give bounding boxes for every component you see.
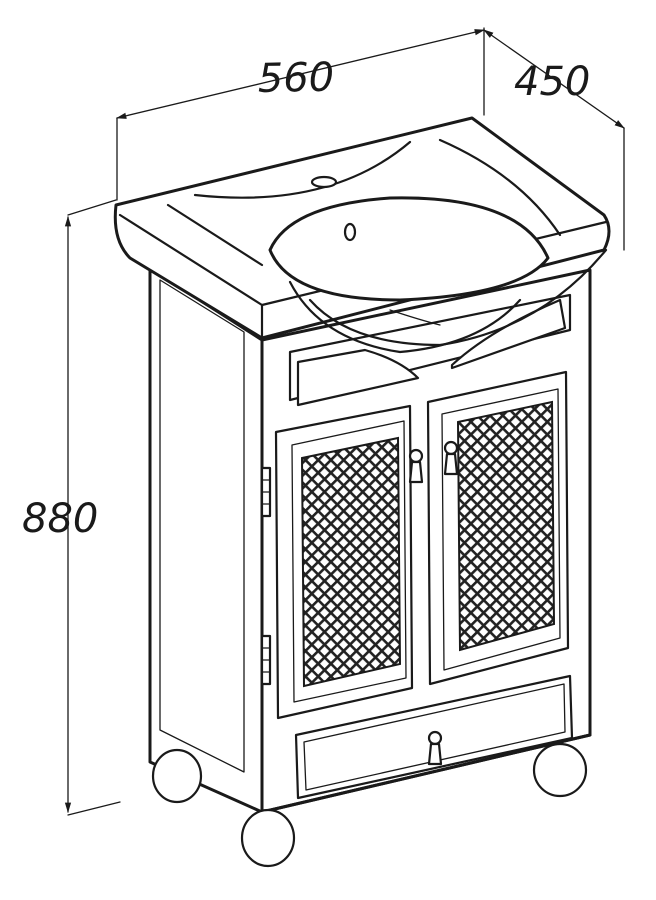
height-extension-top xyxy=(67,199,117,216)
hinge-icon xyxy=(260,466,272,518)
height-extension-bottom xyxy=(67,801,121,816)
hinge-icon xyxy=(260,634,272,686)
foot-front-right xyxy=(532,742,588,798)
width-label: 560 xyxy=(257,55,334,102)
right-door-inset xyxy=(441,388,561,671)
sink-bowl-contour xyxy=(389,309,441,326)
countertop-inner-edge xyxy=(166,203,264,267)
drawer-inset xyxy=(303,683,566,791)
left-door-knob-icon[interactable] xyxy=(408,448,424,484)
sink-right-rim xyxy=(438,138,562,237)
sink-back-rim xyxy=(193,140,412,199)
right-door-knob-icon[interactable] xyxy=(443,440,459,476)
height-label: 880 xyxy=(22,496,98,542)
cabinet-feet xyxy=(151,742,588,868)
left-door-inset xyxy=(291,420,407,703)
right-door-mesh-panel xyxy=(456,400,556,652)
cabinet-body xyxy=(138,260,592,814)
width-dimension: 560 xyxy=(115,27,486,201)
height-dimension: 880 xyxy=(22,199,121,816)
width-dimension-line xyxy=(115,29,486,119)
foot-back-left xyxy=(151,748,203,804)
drawer-knob-icon[interactable] xyxy=(427,730,443,766)
cabinet-plinth-edge xyxy=(260,733,592,814)
side-panel-inset xyxy=(159,279,245,773)
faucet-hole xyxy=(310,175,338,189)
sink-basin xyxy=(268,196,550,302)
apron-cutout-left xyxy=(296,348,420,407)
overflow-hole xyxy=(343,222,357,242)
countertop-front-curve xyxy=(308,248,608,347)
depth-dimension: 450 xyxy=(483,29,625,251)
depth-label: 450 xyxy=(514,59,590,105)
sink-bowl-underside xyxy=(288,280,522,354)
countertop-sink xyxy=(113,116,611,354)
depth-dimension-line xyxy=(483,29,625,129)
foot-front-left xyxy=(240,808,296,868)
left-door-mesh-panel xyxy=(300,436,402,688)
front-apron xyxy=(288,293,572,402)
